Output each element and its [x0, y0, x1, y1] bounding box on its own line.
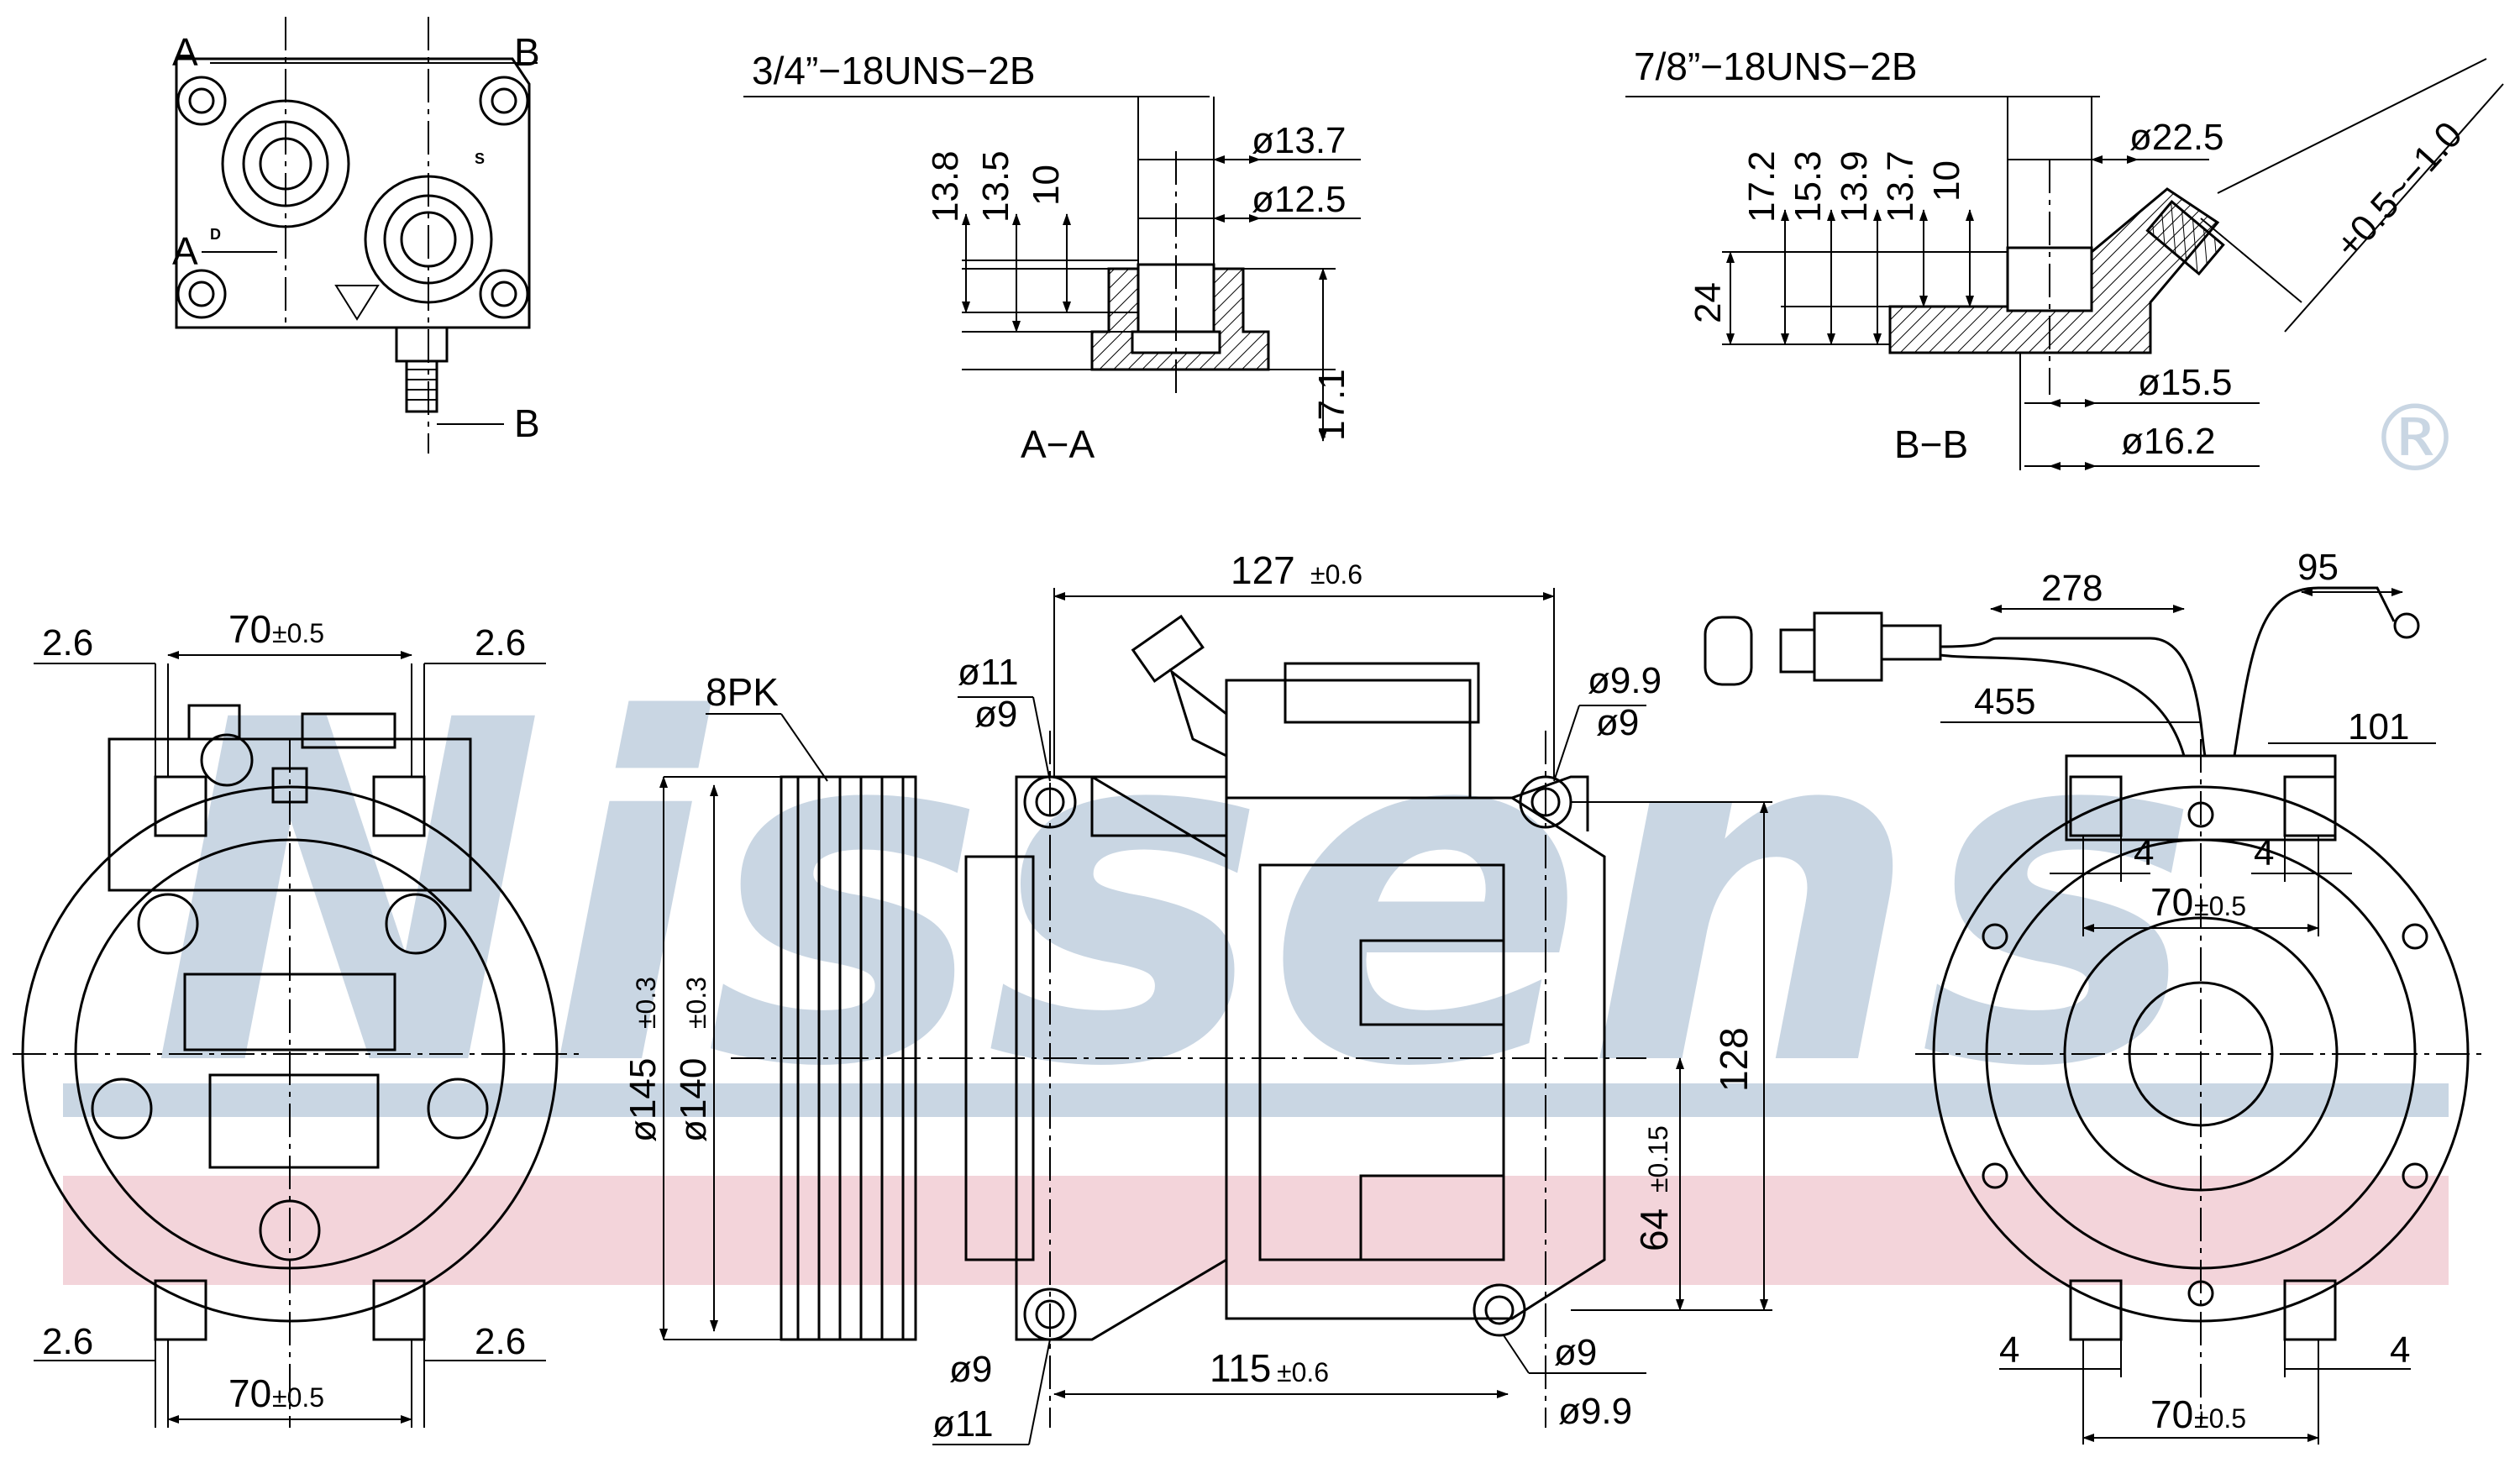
top-view-port-s: S — [475, 150, 485, 167]
side-view-hole-bl-a: ø9 — [949, 1349, 992, 1390]
right-view: 278 95 455 101 4 4 70 ±0.5 4 4 70 ±0.5 — [1704, 547, 2486, 1445]
watermark: Nissens ® — [63, 385, 2461, 1285]
section-bb-v2: 15.3 — [1788, 150, 1829, 223]
side-view: 127 ±0.6 8PK ø145 ±0.3 ø140 ±0.3 ø11 ø9 … — [622, 548, 1772, 1445]
right-view-top-span-tol: ±0.5 — [2194, 891, 2246, 921]
side-view-hole-br-a: ø9 — [1554, 1332, 1597, 1373]
left-view-bot-span-tol: ±0.5 — [272, 1382, 324, 1413]
side-view-offset-tol: ±0.15 — [1643, 1125, 1673, 1193]
section-bb-v5: 10 — [1926, 160, 1967, 202]
right-view-wire4: 101 — [2348, 706, 2409, 747]
left-view-bot-span: 70 — [228, 1371, 271, 1415]
right-view-gap-br: 4 — [2390, 1329, 2410, 1371]
side-view-mount-span: 115 — [1210, 1346, 1271, 1390]
right-view-wire2: 95 — [2297, 547, 2339, 588]
top-view-label-a-mid: A — [172, 229, 198, 273]
right-view-gap-tl: 4 — [2134, 832, 2154, 873]
side-view-mount-span-tol: ±0.6 — [1277, 1357, 1329, 1387]
section-aa-d1: ø13.7 — [1252, 120, 1347, 161]
section-bb-d1: ø22.5 — [2129, 117, 2224, 158]
left-view-top-left: 2.6 — [42, 622, 93, 663]
right-view-wire1: 278 — [2041, 568, 2103, 609]
section-bb-d2: ø15.5 — [2138, 362, 2233, 403]
side-view-pulley: 8PK — [706, 670, 779, 714]
section-aa-v4: 17.1 — [1311, 369, 1352, 441]
right-view-top-span: 70 — [2150, 880, 2193, 924]
section-aa-v1: 13.8 — [925, 150, 966, 223]
top-view-label-b-top: B — [514, 30, 540, 74]
left-view-bot-right: 2.6 — [475, 1321, 526, 1362]
flow-arrow-icon — [334, 285, 380, 321]
section-bb-v6: 24 — [1688, 282, 1729, 323]
section-b-b: 7/8”−18UNS−2B ø22.5 ø15.5 ø16.2 17.2 15.… — [1625, 45, 2504, 470]
section-aa-v2: 13.5 — [975, 150, 1016, 223]
side-view-d-outer: ø145 — [622, 1058, 664, 1142]
section-a-a: 3/4”−18UNS−2B ø13.7 ø12.5 13.8 13.5 10 1… — [743, 49, 1361, 466]
top-view-label-b-bot: B — [514, 401, 540, 445]
side-view-hole-tr-b: ø9 — [1596, 702, 1639, 743]
right-view-bot-span-tol: ±0.5 — [2194, 1403, 2246, 1434]
connector-socket-icon — [1704, 616, 1753, 686]
side-view-hole-bl-b: ø11 — [932, 1403, 994, 1445]
right-view-gap-tr: 4 — [2254, 832, 2274, 873]
side-view-offset: 64 — [1632, 1209, 1676, 1251]
section-bb-title: B−B — [1894, 422, 1968, 466]
top-view-port-d: D — [210, 226, 221, 243]
left-view-top-span: 70 — [228, 607, 271, 651]
side-view-hole-tl-b: ø9 — [974, 694, 1017, 735]
section-bb-v4: 13.7 — [1880, 150, 1921, 223]
side-view-d-inner-tol: ±0.3 — [681, 977, 711, 1029]
side-view-length: 127 — [1231, 548, 1295, 592]
left-view: 70 ±0.5 2.6 2.6 70 ±0.5 2.6 2.6 — [13, 607, 580, 1428]
left-view-top-right: 2.6 — [475, 622, 526, 663]
left-view-bot-left: 2.6 — [42, 1321, 93, 1362]
section-aa-v3: 10 — [1026, 165, 1067, 206]
top-view-label-a-top: A — [172, 30, 198, 74]
section-bb-angle-tol: +0.5~−1.0 — [2328, 114, 2470, 266]
side-view-hole-tr-a: ø9.9 — [1588, 660, 1662, 701]
side-view-d-outer-tol: ±0.3 — [631, 977, 661, 1029]
right-view-gap-bl: 4 — [1999, 1329, 2019, 1371]
watermark-registered-mark: ® — [2369, 385, 2461, 492]
connector-plug-icon — [1131, 614, 1205, 684]
watermark-blue-band — [63, 1083, 2449, 1117]
right-view-bot-span: 70 — [2150, 1392, 2193, 1436]
watermark-pink-band — [63, 1176, 2449, 1285]
section-aa-title: A−A — [1021, 422, 1095, 466]
side-view-hole-tl-a: ø11 — [958, 652, 1019, 693]
top-view: A B A B D S — [172, 17, 540, 454]
side-view-height: 128 — [1712, 1027, 1756, 1092]
section-bb-thread: 7/8”−18UNS−2B — [1634, 45, 1918, 88]
section-bb-v1: 17.2 — [1741, 150, 1782, 223]
left-view-top-span-tol: ±0.5 — [272, 618, 324, 648]
watermark-brand: Nissens — [151, 622, 2200, 1170]
section-bb-v3: 13.9 — [1834, 150, 1875, 223]
section-aa-thread: 3/4”−18UNS−2B — [752, 49, 1036, 92]
right-view-wire3: 455 — [1974, 681, 2035, 722]
side-view-length-tol: ±0.6 — [1310, 559, 1362, 590]
section-aa-d2: ø12.5 — [1252, 179, 1347, 220]
section-bb-d3: ø16.2 — [2121, 421, 2216, 462]
side-view-d-inner: ø140 — [673, 1058, 714, 1142]
side-view-hole-br-b: ø9.9 — [1558, 1391, 1632, 1432]
